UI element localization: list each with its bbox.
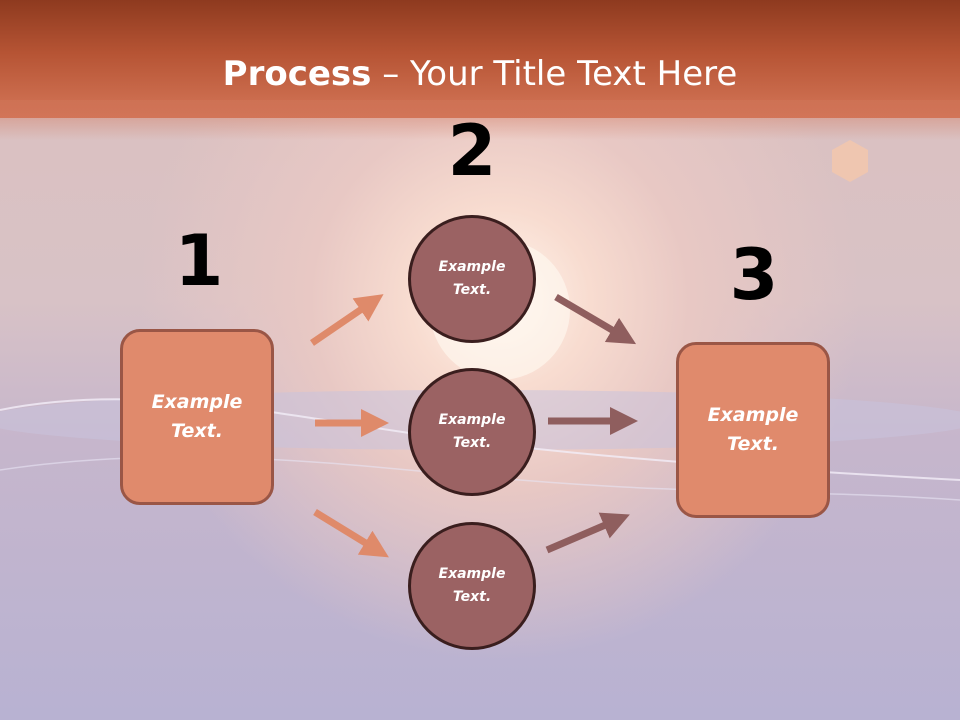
arrow-to-top-circle: [310, 294, 384, 346]
step-1-box: Example Text.: [120, 329, 274, 505]
step-number-3: 3: [729, 234, 779, 316]
title-bold: Process: [222, 54, 372, 94]
step-1-label: Example Text.: [151, 391, 243, 442]
arrow-from-top-circle: [554, 293, 637, 345]
title-separator: –: [371, 54, 411, 94]
step-2-label: Example Text.: [438, 259, 506, 298]
slide-title: Process – Your Title Text Here: [0, 52, 960, 96]
middle-circle: Example Text.: [408, 368, 536, 496]
title-bar-fade: [0, 100, 960, 140]
bottom-circle-label: Example Text.: [438, 566, 506, 605]
step-2-circle-top: Example Text.: [408, 215, 536, 343]
arrow-from-bottom-circle: [545, 512, 630, 554]
step-3-box: Example Text.: [676, 342, 830, 518]
bottom-circle: Example Text.: [408, 522, 536, 650]
title-rest: Your Title Text Here: [410, 54, 738, 94]
title-bar: [0, 0, 960, 118]
step-number-1: 1: [174, 220, 224, 302]
step-number-2: 2: [447, 110, 497, 192]
arrow-to-bottom-circle: [313, 509, 389, 558]
step-3-label: Example Text.: [707, 404, 799, 455]
middle-circle-label: Example Text.: [438, 412, 506, 451]
